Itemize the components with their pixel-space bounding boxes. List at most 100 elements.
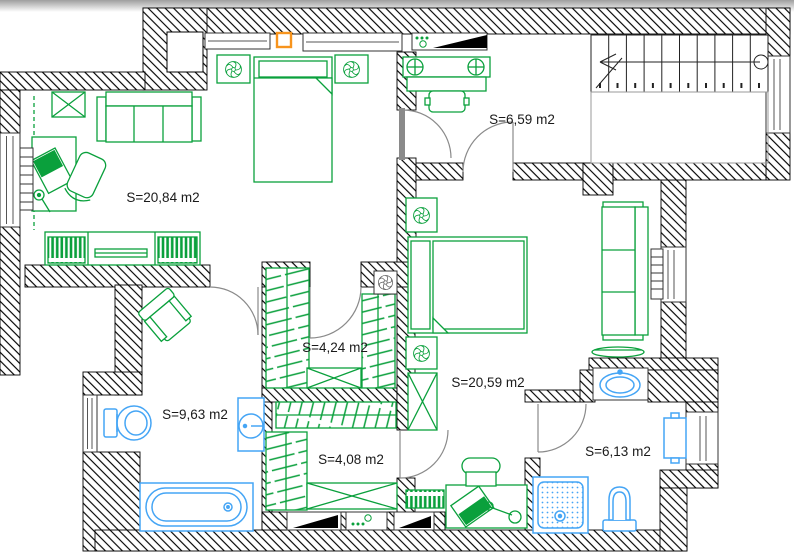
double-bed — [407, 236, 528, 334]
radiators — [19, 147, 664, 300]
towel-radiator — [663, 412, 687, 464]
room-labels: S=20,84 m2 S=6,59 m2 S=4,24 m2 S=20,59 m… — [126, 112, 650, 467]
wall-shelf — [591, 346, 645, 358]
wall-segment — [24, 264, 211, 288]
window-left — [0, 132, 21, 228]
radiator — [650, 248, 664, 300]
sink-counter — [592, 367, 649, 401]
bathtub — [139, 482, 254, 532]
washbasin — [237, 397, 265, 452]
vent-box-bottom — [345, 511, 388, 531]
wardrobe-x-cabinet — [407, 372, 438, 431]
wall-segment — [765, 7, 791, 57]
room-label-wardrobe-upper: S=4,24 m2 — [302, 340, 368, 355]
wall-segment — [386, 511, 395, 531]
desk-chair-living — [64, 151, 107, 202]
computer-icon — [449, 485, 495, 528]
wall-segment — [94, 529, 688, 552]
vent-fan-icon — [378, 275, 393, 290]
fan-lamp-icon — [413, 207, 430, 224]
wall-segment — [647, 369, 719, 403]
chimney-notch — [166, 31, 204, 73]
exterior-walls — [0, 7, 791, 552]
fan-lamp-icon — [343, 61, 360, 78]
sofa-living — [96, 91, 202, 143]
windows — [0, 32, 791, 531]
nightstand — [405, 197, 438, 233]
shower-tray — [532, 476, 589, 534]
sofa-bedroom — [601, 201, 649, 341]
wardrobe-rail — [265, 267, 310, 389]
desk-bedroom — [445, 484, 528, 529]
wall-segment — [340, 511, 347, 531]
doors — [209, 108, 587, 479]
window-bedroom-right — [660, 246, 687, 303]
vanity-stool — [428, 90, 466, 113]
wall-segment — [261, 511, 288, 531]
radiator — [19, 147, 34, 211]
furniture — [30, 54, 649, 529]
desk-chair-bedroom — [461, 457, 501, 487]
wall-segment — [582, 162, 614, 196]
door-wardrobe-upper — [309, 286, 362, 339]
wardrobe-rail — [265, 431, 308, 511]
bookshelf-living — [44, 231, 201, 266]
side-table-x — [51, 91, 86, 118]
wardrobe-x-cabinet — [306, 367, 362, 389]
fan-lamp-icon — [413, 345, 430, 362]
window-bathroom-right — [685, 411, 719, 465]
door-living-to-hallway — [209, 286, 259, 336]
book-row — [405, 489, 445, 509]
plumbing-fixtures — [103, 367, 687, 534]
vent-fan-box — [373, 270, 398, 295]
toilet — [602, 486, 637, 532]
wall-segment — [512, 162, 584, 181]
wall-segment — [0, 89, 21, 134]
roof-window-top — [411, 32, 488, 51]
wall-segment — [659, 487, 688, 552]
room-label-living-room: S=20,84 m2 — [126, 190, 199, 205]
fan-lamp-icon — [225, 61, 242, 78]
nightstand — [216, 54, 251, 84]
room-label-bathroom-large: S=9,63 m2 — [162, 407, 228, 422]
armchair — [138, 287, 193, 343]
door-bathroom-small — [537, 403, 587, 453]
nightstand — [334, 54, 369, 84]
wall-segment — [612, 162, 767, 181]
window-bathroom-left — [82, 394, 98, 453]
toilet — [103, 405, 152, 441]
room-label-bathroom-small: S=6,13 m2 — [585, 444, 651, 459]
room-label-bedroom: S=20,59 m2 — [451, 375, 524, 390]
nightstand — [405, 336, 438, 370]
desk-living — [30, 136, 77, 213]
wall-segment — [659, 469, 719, 489]
door-hall-to-dressing — [399, 108, 452, 160]
computer-icon — [30, 147, 74, 195]
wardrobe-x-cabinet — [306, 482, 398, 510]
wall-segment — [0, 226, 21, 376]
roof-window-bottom-2 — [393, 511, 435, 531]
wall-segment — [82, 371, 143, 396]
chimney-flue-marker — [275, 31, 293, 49]
door-bedroom-entry — [462, 121, 514, 173]
wall-segment — [0, 71, 146, 91]
vanity-table — [402, 56, 491, 113]
wall-segment — [660, 179, 687, 248]
stair-landing — [590, 91, 769, 164]
wall-segment — [261, 387, 398, 403]
wardrobe-rail-horizontal — [275, 401, 397, 429]
staircase — [590, 34, 769, 164]
wall-segment — [765, 132, 791, 181]
door-wardrobe-lower — [399, 429, 449, 479]
room-label-dressing-hall: S=6,59 m2 — [489, 112, 555, 127]
wall-segment — [524, 389, 581, 403]
wall-segment — [142, 7, 791, 35]
single-bed — [253, 56, 333, 183]
window-top-2 — [302, 32, 403, 52]
wall-segment — [660, 301, 687, 359]
wall-segment — [433, 511, 446, 531]
wall-segment — [415, 162, 464, 181]
wardrobe-rail — [361, 293, 396, 389]
